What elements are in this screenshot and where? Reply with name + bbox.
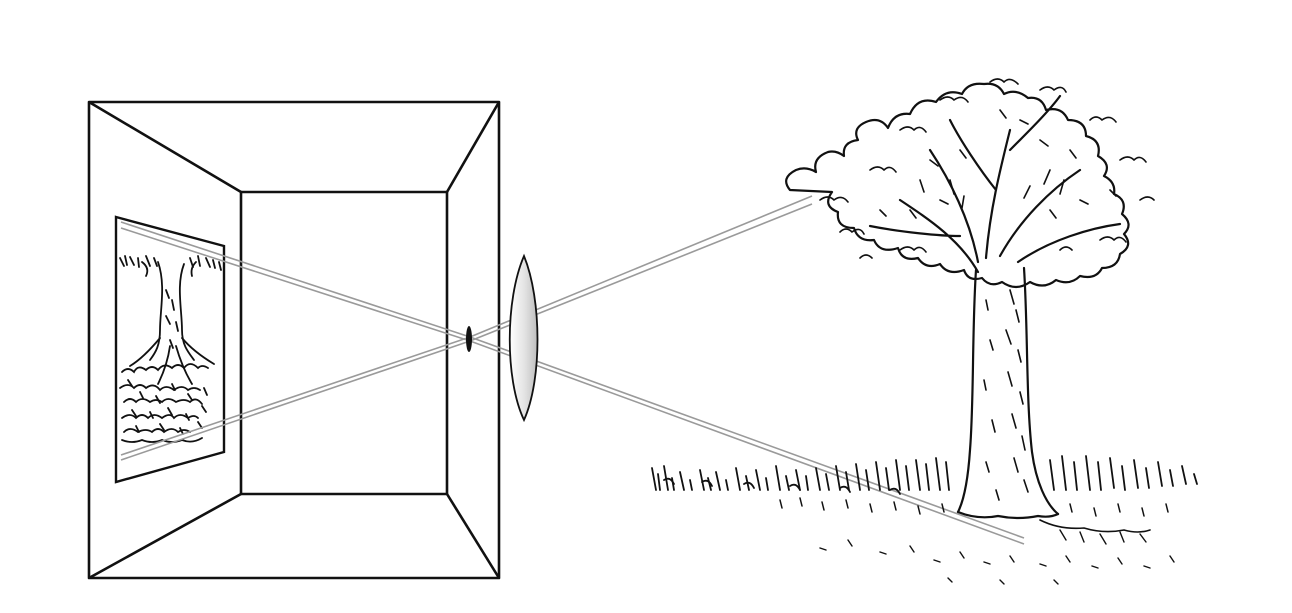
box-back-wall — [239, 190, 449, 496]
convex-lens — [508, 253, 539, 423]
box-edge-top-right — [445, 101, 501, 193]
grass — [651, 455, 1198, 585]
box-edge-bottom-right — [445, 493, 501, 579]
ray-inside-to-bottom — [120, 336, 471, 456]
box-edge-bottom-left — [88, 492, 242, 580]
inverted-projected-image — [114, 215, 226, 484]
box-edge-top-left — [88, 100, 242, 194]
camera-obscura-box — [87, 100, 501, 580]
ray-inside-to-top-2 — [120, 227, 471, 342]
ray-bottom-inner — [469, 340, 1025, 545]
light-rays — [120, 195, 1025, 545]
box-outer-frame — [87, 100, 501, 580]
tree-trunk — [956, 268, 978, 514]
tree-canopy — [785, 82, 1130, 289]
ray-bottom-outer — [469, 336, 1025, 539]
tree-branches — [868, 94, 1122, 274]
ray-inside-to-bottom-2 — [120, 340, 471, 461]
ray-inside-to-top — [120, 221, 471, 338]
pinhole-aperture — [466, 326, 472, 352]
tree — [785, 78, 1155, 520]
